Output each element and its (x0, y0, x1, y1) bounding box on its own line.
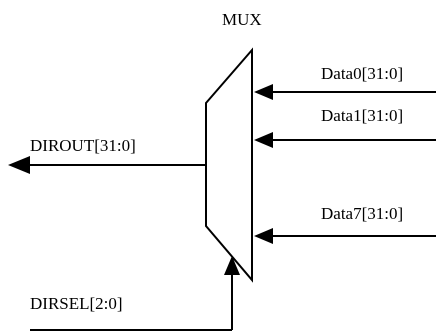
input-wire-data0 (254, 84, 436, 100)
input-label-data0: Data0[31:0] (321, 64, 403, 83)
arrowhead-select (224, 256, 240, 275)
arrowhead-data7 (254, 228, 273, 244)
mux-title: MUX (222, 10, 262, 29)
input-wire-data7 (254, 228, 436, 244)
select-wire (30, 256, 240, 331)
input-label-data1: Data1[31:0] (321, 106, 403, 125)
arrowhead-output (8, 156, 30, 174)
arrowhead-data1 (254, 132, 273, 148)
input-label-data7: Data7[31:0] (321, 204, 403, 223)
output-wire (8, 156, 206, 174)
arrowhead-data0 (254, 84, 273, 100)
select-label: DIRSEL[2:0] (30, 294, 123, 313)
input-wire-data1 (254, 132, 436, 148)
mux-body (205, 47, 253, 283)
output-label: DIROUT[31:0] (30, 136, 136, 155)
